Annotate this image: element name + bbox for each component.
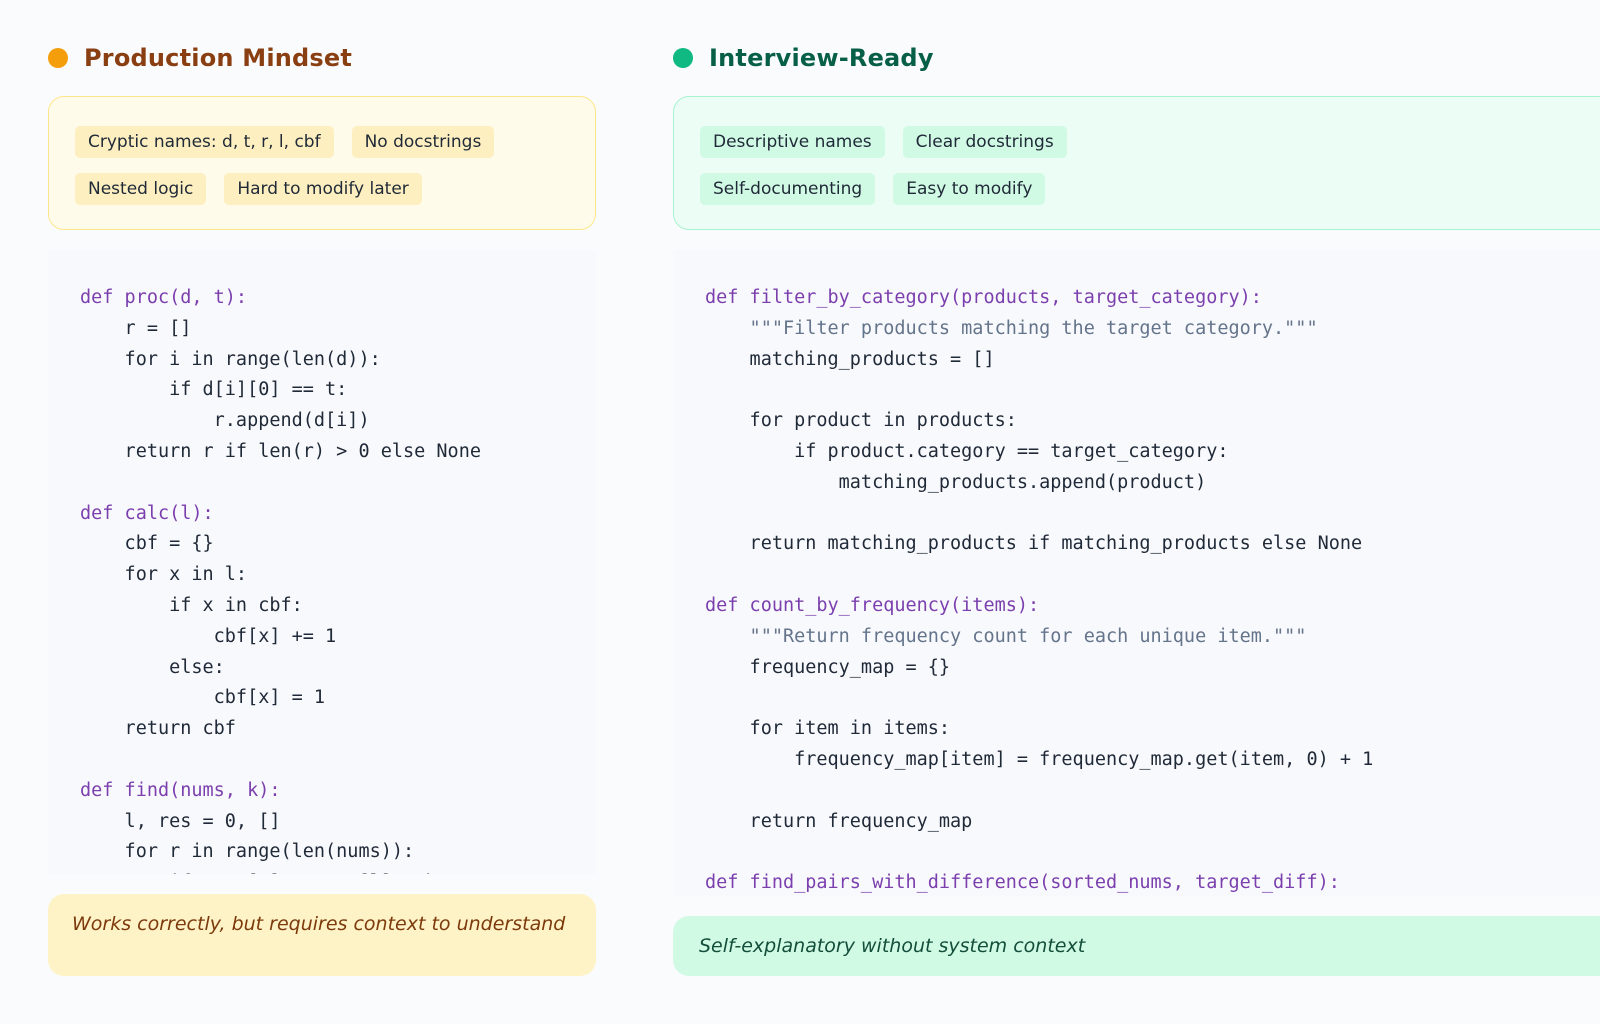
code-line: matching_products = [] — [705, 348, 995, 370]
orange-dot-icon — [48, 48, 68, 68]
code-line: for x in l: — [80, 564, 248, 586]
code-line: matching_products.append(product) — [705, 471, 1207, 493]
code-line: else: — [80, 656, 225, 678]
code-line: """Return frequency count for each uniqu… — [705, 625, 1307, 647]
code-line: return matching_products if matching_pro… — [705, 533, 1363, 555]
production-code-block: def proc(d, t): r = [] for i in range(le… — [48, 250, 596, 874]
interview-title: Interview-Ready — [709, 44, 934, 72]
code-line: for r in range(len(nums)): — [80, 841, 415, 863]
code-line: l, res = 0, [] — [80, 810, 281, 832]
tag-row: Cryptic names: d, t, r, l, cbf No docstr… — [75, 126, 569, 158]
code-line: """Filter products matching the target c… — [705, 317, 1318, 339]
code-line: cbf[x] += 1 — [80, 625, 337, 647]
code-line: r.append(d[i]) — [80, 410, 370, 432]
code-line: if d[i][0] == t: — [80, 379, 348, 401]
tag-hard-to-modify: Hard to modify later — [224, 173, 422, 205]
tag-no-docstrings: No docstrings — [351, 126, 495, 158]
code-line: def calc(l): — [80, 502, 214, 524]
tag-nested-logic: Nested logic — [75, 173, 207, 205]
code-line: return r if len(r) > 0 else None — [80, 440, 481, 462]
green-dot-icon — [673, 48, 693, 68]
code-line: def find_pairs_with_difference(sorted_nu… — [705, 872, 1340, 894]
code-line: return cbf — [80, 718, 236, 740]
interview-code-block: def filter_by_category(products, target_… — [673, 250, 1600, 896]
tag-clear-docstrings: Clear docstrings — [902, 126, 1067, 158]
code-line: def find(nums, k): — [80, 779, 281, 801]
code-line: for i in range(len(d)): — [80, 348, 381, 370]
tag-descriptive-names: Descriptive names — [700, 126, 885, 158]
code-line: def filter_by_category(products, target_… — [705, 287, 1262, 308]
code-line: cbf = {} — [80, 533, 214, 555]
production-code: def proc(d, t): r = [] for i in range(le… — [48, 250, 596, 874]
interview-heading: Interview-Ready — [673, 44, 934, 72]
code-line: def proc(d, t): — [80, 287, 248, 308]
tag-cryptic-names: Cryptic names: d, t, r, l, cbf — [75, 126, 334, 158]
code-line: frequency_map = {} — [705, 656, 951, 678]
code-line: if product.category == target_category: — [705, 440, 1229, 462]
tag-easy-to-modify: Easy to modify — [893, 173, 1046, 205]
code-line: frequency_map[item] = frequency_map.get(… — [705, 748, 1374, 770]
interview-summary: Self-explanatory without system context — [673, 916, 1600, 976]
production-traits-box: Cryptic names: d, t, r, l, cbf No docstr… — [48, 96, 596, 230]
code-line: for item in items: — [705, 718, 951, 740]
code-line: def count_by_frequency(items): — [705, 594, 1040, 616]
tag-row: Nested logic Hard to modify later — [75, 173, 569, 205]
interview-code: def filter_by_category(products, target_… — [673, 250, 1600, 896]
production-heading: Production Mindset — [48, 44, 352, 72]
tag-row: Self-documenting Easy to modify — [700, 173, 1600, 205]
production-title: Production Mindset — [84, 44, 353, 72]
code-line: if nums[r] - nums[l] > k: — [80, 872, 447, 874]
production-summary: Works correctly, but requires context to… — [48, 894, 596, 976]
code-line: cbf[x] = 1 — [80, 687, 326, 709]
interview-traits-box: Descriptive names Clear docstrings Self-… — [673, 96, 1600, 230]
code-line: for product in products: — [705, 410, 1017, 432]
code-line: return frequency_map — [705, 810, 973, 832]
code-line: r = [] — [80, 317, 192, 339]
code-line: if x in cbf: — [80, 594, 303, 616]
tag-row: Descriptive names Clear docstrings — [700, 126, 1600, 158]
tag-self-documenting: Self-documenting — [700, 173, 876, 205]
